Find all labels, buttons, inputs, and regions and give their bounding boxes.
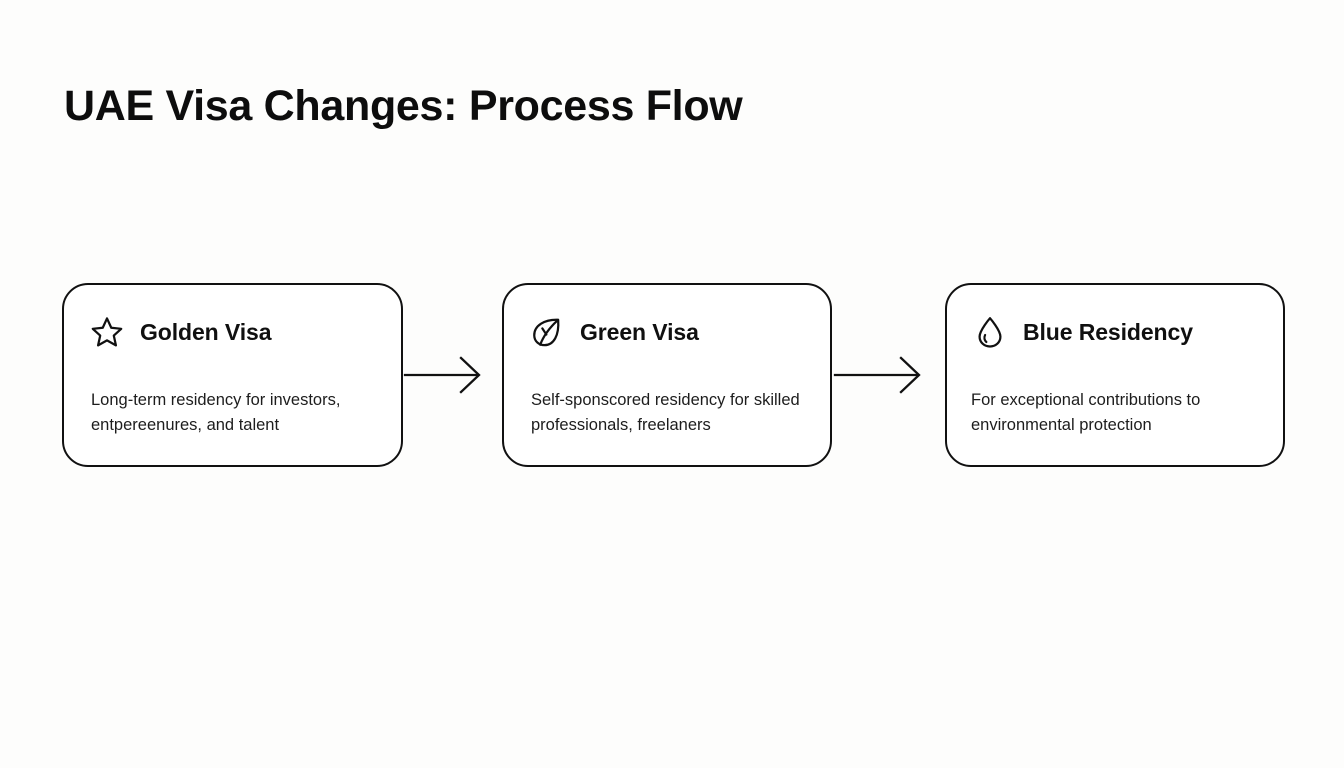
water-drop-icon — [973, 315, 1007, 349]
leaf-icon — [530, 315, 564, 349]
card-header: Golden Visa — [90, 315, 272, 349]
flow-step-card-green-visa[interactable]: Green Visa Self-sponscored residency for… — [502, 283, 832, 467]
card-title: Green Visa — [580, 318, 699, 345]
arrow-right-icon — [833, 354, 933, 396]
card-header: Green Visa — [530, 315, 699, 349]
page-title: UAE Visa Changes: Process Flow — [64, 82, 743, 130]
card-title: Golden Visa — [140, 318, 272, 345]
flow-step-card-blue-residency[interactable]: Blue Residency For exceptional contribut… — [945, 283, 1285, 467]
card-description: Long-term residency for investors, entpe… — [91, 391, 341, 434]
card-title: Blue Residency — [1023, 318, 1193, 345]
card-description: Self-sponscored residency for skilled pr… — [531, 391, 800, 434]
card-header: Blue Residency — [973, 315, 1193, 349]
card-description: For exceptional contributions to environ… — [971, 391, 1201, 434]
flow-step-card-golden-visa[interactable]: Golden Visa Long-term residency for inve… — [62, 283, 403, 467]
arrow-right-icon — [403, 354, 493, 396]
star-icon — [90, 315, 124, 349]
